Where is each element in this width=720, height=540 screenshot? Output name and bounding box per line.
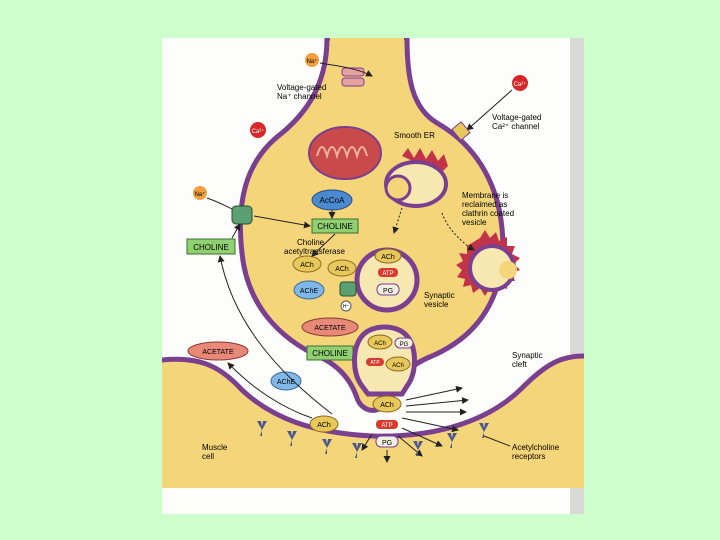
atp-vesicle-label: ATP	[382, 271, 393, 277]
ach-label-fusing-2: ACh	[392, 363, 404, 369]
choline-outer-label: CHOLINE	[193, 243, 229, 252]
pg-cleft-label: PG	[382, 440, 392, 447]
ach-label-cleft-left: ACh	[317, 422, 331, 429]
ca-ion-right-label: Ca²⁺	[514, 81, 527, 88]
membrane-reclaimed-label-4: vesicle	[462, 218, 487, 227]
vesicle-transporter	[340, 282, 356, 296]
na-channel-label-1: Voltage-gated	[277, 83, 326, 92]
acoa-label: AcCoA	[320, 196, 346, 205]
chat-label-2: acetyltransferase	[284, 247, 345, 256]
synaptic-cleft-label-2: cleft	[512, 360, 527, 369]
synapse-diagram: Na⁺ Voltage-gated Na⁺ channel Ca²⁺ Ca²⁺ …	[162, 38, 584, 514]
na-ion-left-label: Na⁺	[195, 191, 206, 198]
choline-inner-label: CHOLINE	[317, 222, 353, 231]
atp-cleft-label: ATP	[381, 423, 392, 429]
ach-label-cleft: ACh	[380, 402, 394, 409]
ca-ion-left-label: Ca²⁺	[252, 128, 265, 135]
mitochondrion	[309, 127, 381, 179]
synaptic-vesicle-label-1: Synaptic	[424, 291, 455, 300]
acetate-outer-label: ACETATE	[202, 349, 234, 356]
smooth-er-label: Smooth ER	[394, 131, 435, 140]
h-ion-label: H⁺	[343, 304, 350, 310]
na-ion-top-label: Na⁺	[307, 58, 318, 65]
synaptic-cleft-label-1: Synaptic	[512, 351, 543, 360]
choline-transporter	[232, 206, 252, 224]
ach-label-fusing-1: ACh	[374, 341, 386, 347]
axon-top	[330, 38, 404, 42]
receptors-label-2: receptors	[512, 452, 545, 461]
chat-label-1: Choline	[297, 238, 325, 247]
ca-channel-label-1: Voltage-gated	[492, 113, 541, 122]
ache-inner-label: AChE	[300, 288, 319, 295]
ca-channel-label-2: Ca²⁺ channel	[492, 122, 540, 131]
ach-label-cytoplasm-1: ACh	[300, 262, 314, 269]
acetate-inner-label: ACETATE	[314, 325, 346, 332]
muscle-cell-label-2: cell	[202, 452, 214, 461]
choline-lower-label: CHOLINE	[312, 349, 348, 358]
membrane-reclaimed-label-3: clathrin coated	[462, 209, 514, 218]
ach-label-vesicle: ACh	[381, 254, 395, 261]
muscle-cell-label-1: Muscle	[202, 443, 228, 452]
synaptic-vesicle-label-2: vesicle	[424, 300, 449, 309]
ach-label-cytoplasm-2: ACh	[335, 266, 349, 273]
atp-fusing-label: ATP	[370, 360, 380, 366]
membrane-reclaimed-label-2: reclaimed as	[462, 200, 507, 209]
pg-vesicle-label: PG	[383, 288, 393, 295]
membrane-reclaimed-label-1: Membrane is	[462, 191, 508, 200]
receptors-label-1: Acetylcholine	[512, 443, 560, 452]
na-channel-label-2: Na⁺ channel	[277, 92, 322, 101]
pg-fusing-label: PG	[400, 342, 409, 348]
